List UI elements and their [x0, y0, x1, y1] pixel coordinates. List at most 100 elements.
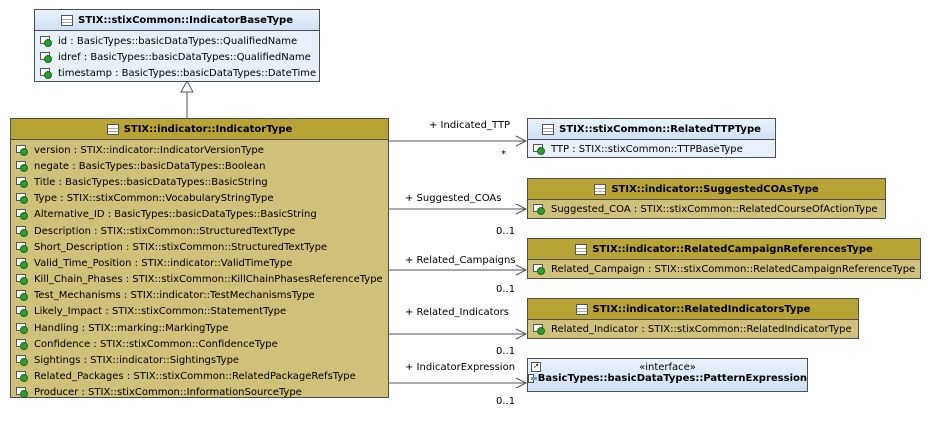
class-related-campaign-references-type[interactable]: STIX::indicator::RelatedCampaignReferenc… [527, 238, 921, 279]
attribute-icon [16, 290, 29, 302]
attribute-row: negate : BasicTypes::basicDataTypes::Boo… [11, 158, 388, 174]
class-icon [61, 14, 73, 26]
attribute-row: Test_Mechanisms : STIX::indicator::TestM… [11, 288, 388, 304]
attribute-text: Test_Mechanisms : STIX::indicator::TestM… [34, 290, 315, 302]
generalization-arrowhead [180, 79, 194, 93]
attribute-row: Alternative_ID : BasicTypes::basicDataTy… [11, 207, 388, 223]
role-label-indicated-ttp: + Indicated_TTP [429, 120, 511, 131]
class-header: STIX::stixCommon::IndicatorBaseType [35, 10, 319, 31]
role-label-related-indicators: + Related_Indicators [405, 307, 509, 318]
multiplicity-pattern: 0..1 [496, 396, 516, 407]
attribute-row: Description : STIX::stixCommon::Structur… [11, 223, 388, 239]
attribute-icon [40, 67, 53, 79]
attribute-row: Type : STIX::stixCommon::VocabularyStrin… [11, 191, 388, 207]
class-header: STIX::indicator::SuggestedCOAsType [528, 179, 885, 200]
attribute-text: Handling : STIX::marking::MarkingType [34, 322, 229, 334]
attribute-row: Valid_Time_Position : STIX::indicator::V… [11, 255, 388, 271]
class-icon [575, 243, 588, 255]
attribute-text: Related_Indicator : STIX::stixCommon::Re… [551, 323, 852, 335]
attribute-row: id : BasicTypes::basicDataTypes::Qualifi… [35, 33, 319, 49]
attribute-row: Related_Indicator : STIX::stixCommon::Re… [528, 321, 858, 337]
class-title: STIX::stixCommon::RelatedTTPType [559, 123, 761, 135]
attribute-text: Sightings : STIX::indicator::SightingsTy… [34, 355, 240, 367]
multiplicity-indicators: 0..1 [496, 346, 516, 357]
attribute-icon [533, 323, 546, 335]
attribute-icon [533, 203, 546, 215]
association-pattern-line [389, 377, 528, 389]
attribute-text: Short_Description : STIX::stixCommon::St… [34, 241, 328, 253]
attribute-text: timestamp : BasicTypes::basicDataTypes::… [58, 67, 317, 79]
class-header: STIX::indicator::RelatedCampaignReferenc… [528, 239, 920, 260]
attribute-text: Related_Campaign : STIX::stixCommon::Rel… [551, 263, 916, 275]
association-campaign-line [389, 264, 528, 276]
attribute-icon [16, 144, 29, 156]
attribute-row: Title : BasicTypes::basicDataTypes::Basi… [11, 174, 388, 190]
role-label-related-campaigns: + Related_Campaigns [405, 255, 516, 266]
attribute-icon [16, 338, 29, 350]
multiplicity-campaign: 0..1 [496, 284, 516, 295]
attribute-list: id : BasicTypes::basicDataTypes::Qualifi… [35, 31, 319, 82]
association-ttp-line [389, 135, 528, 147]
attribute-text: Producer : STIX::stixCommon::Information… [34, 387, 302, 399]
attribute-icon [533, 143, 546, 155]
attribute-list: Related_Indicator : STIX::stixCommon::Re… [528, 320, 858, 337]
class-indicator-base-type[interactable]: STIX::stixCommon::IndicatorBaseType id :… [34, 9, 320, 82]
class-title: STIX::stixCommon::IndicatorBaseType [78, 14, 293, 26]
role-label-indicator-expression: + IndicatorExpression [405, 362, 516, 373]
attribute-row: idref : BasicTypes::basicDataTypes::Qual… [35, 49, 319, 65]
multiplicity-coa: 0..1 [496, 226, 516, 237]
class-icon [106, 123, 119, 135]
attribute-icon [16, 274, 29, 286]
attribute-text: Type : STIX::stixCommon::VocabularyStrin… [34, 193, 274, 205]
class-title: STIX::indicator::RelatedCampaignReferenc… [592, 243, 873, 255]
class-icon [575, 303, 588, 315]
attribute-text: Confidence : STIX::stixCommon::Confidenc… [34, 338, 278, 350]
class-header: STIX::stixCommon::RelatedTTPType [528, 119, 775, 140]
class-suggested-coas-type[interactable]: STIX::indicator::SuggestedCOAsType Sugge… [527, 178, 886, 219]
class-related-ttp-type[interactable]: STIX::stixCommon::RelatedTTPType TTP : S… [527, 118, 776, 158]
attribute-row: Suggested_COA : STIX::stixCommon::Relate… [528, 201, 885, 217]
attribute-text: TTP : STIX::stixCommon::TTPBaseType [551, 143, 743, 155]
attribute-icon [16, 387, 29, 399]
attribute-list: TTP : STIX::stixCommon::TTPBaseType [528, 140, 775, 157]
attribute-icon [16, 193, 29, 205]
attribute-icon [16, 306, 29, 318]
attribute-text: Kill_Chain_Phases : STIX::stixCommon::Ki… [34, 274, 383, 286]
attribute-text: Description : STIX::stixCommon::Structur… [34, 225, 296, 237]
attribute-icon [16, 241, 29, 253]
attribute-row: Related_Packages : STIX::stixCommon::Rel… [11, 369, 388, 385]
attribute-row: Handling : STIX::marking::MarkingType [11, 320, 388, 336]
attribute-icon [40, 35, 53, 47]
attribute-text: negate : BasicTypes::basicDataTypes::Boo… [34, 160, 266, 172]
attribute-icon [16, 322, 29, 334]
attribute-row: Confidence : STIX::stixCommon::Confidenc… [11, 336, 388, 352]
interface-icon [528, 374, 537, 383]
attribute-text: id : BasicTypes::basicDataTypes::Qualifi… [58, 35, 298, 47]
attribute-row: version : STIX::indicator::IndicatorVers… [11, 142, 388, 158]
class-indicator-type[interactable]: STIX::indicator::IndicatorType version :… [10, 118, 389, 401]
class-title: STIX::indicator::IndicatorType [123, 123, 293, 135]
attribute-row: Sightings : STIX::indicator::SightingsTy… [11, 352, 388, 368]
attribute-row: Kill_Chain_Phases : STIX::stixCommon::Ki… [11, 272, 388, 288]
attribute-icon [16, 209, 29, 221]
interface-pattern-expression[interactable]: ↗ «interface» BasicTypes::basicDataTypes… [527, 358, 808, 392]
class-header: STIX::indicator::RelatedIndicatorsType [528, 299, 858, 320]
attribute-text: Alternative_ID : BasicTypes::basicDataTy… [34, 209, 317, 221]
class-title: STIX::indicator::RelatedIndicatorsType [592, 303, 811, 315]
attribute-row: timestamp : BasicTypes::basicDataTypes::… [35, 65, 319, 81]
attribute-row: Related_Campaign : STIX::stixCommon::Rel… [528, 261, 920, 277]
role-label-suggested-coas: + Suggested_COAs [405, 193, 502, 204]
class-header: STIX::indicator::IndicatorType [11, 119, 388, 140]
attribute-text: Suggested_COA : STIX::stixCommon::Relate… [551, 203, 878, 215]
attribute-list: version : STIX::indicator::IndicatorVers… [11, 140, 388, 401]
interface-title-row: BasicTypes::basicDataTypes::PatternExpre… [528, 373, 807, 384]
association-indicators-line [389, 328, 528, 340]
attribute-icon [16, 257, 29, 269]
attribute-icon [16, 225, 29, 237]
attribute-icon [40, 51, 53, 63]
attribute-icon [16, 355, 29, 367]
attribute-icon [16, 160, 29, 172]
class-icon [542, 123, 555, 135]
class-related-indicators-type[interactable]: STIX::indicator::RelatedIndicatorsType R… [527, 298, 859, 339]
